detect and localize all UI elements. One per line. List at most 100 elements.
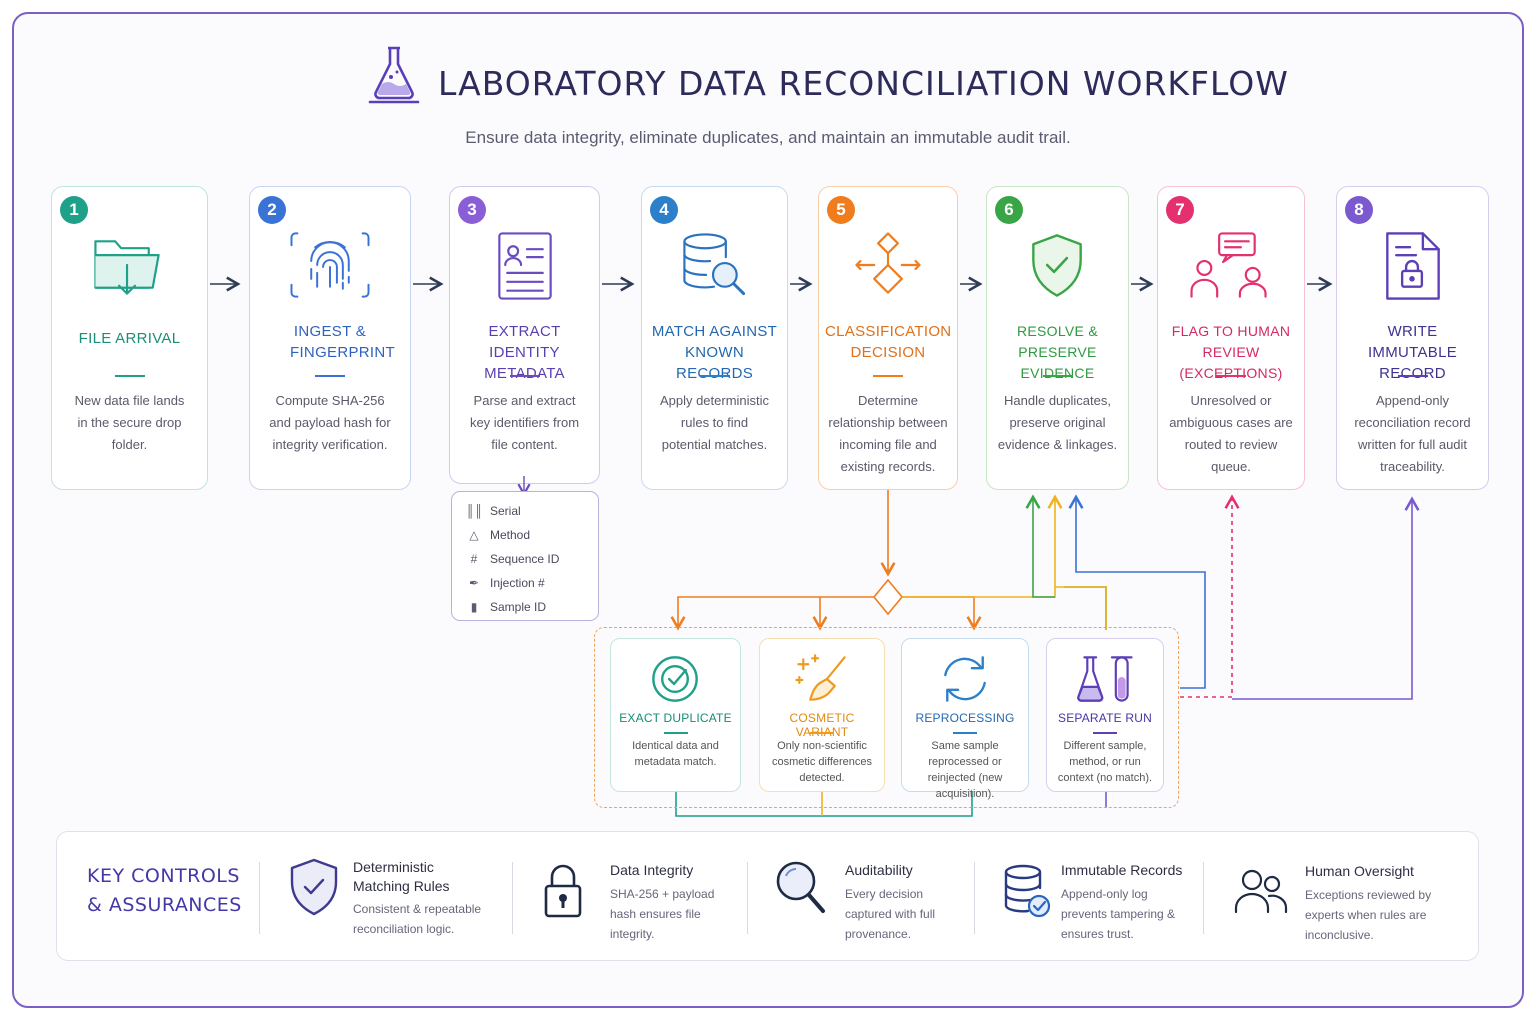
classification-title: SEPARATE RUN bbox=[1058, 711, 1152, 725]
identity-field: ✒ Injection # bbox=[466, 572, 545, 594]
flask-icon: △ bbox=[469, 528, 479, 542]
classification-group bbox=[594, 627, 1179, 808]
step-divider bbox=[699, 375, 730, 377]
identity-field: △ Method bbox=[466, 524, 530, 546]
control-description: SHA-256 + payload hash ensures file inte… bbox=[610, 887, 715, 941]
step-title: MATCH AGAINST KNOWN RECORDS bbox=[651, 323, 778, 382]
classification-description: Identical data and metadata match. bbox=[632, 740, 719, 768]
step-divider bbox=[1216, 375, 1246, 377]
syringe-icon: ✒ bbox=[468, 576, 480, 590]
identity-field: ▮ Sample ID bbox=[466, 596, 546, 618]
magnifier-icon bbox=[776, 861, 825, 913]
control-description: Append-only log prevents tampering & ens… bbox=[1061, 887, 1176, 941]
step-badge: 7 bbox=[1166, 196, 1194, 224]
fingerprint-icon bbox=[290, 232, 370, 298]
classification-title: REPROCESSING bbox=[915, 711, 1015, 725]
flask-tube-icon bbox=[1077, 656, 1133, 702]
decision-diamond-icon bbox=[855, 232, 921, 294]
database-search-icon bbox=[683, 233, 746, 296]
classification-divider bbox=[1093, 732, 1117, 734]
controls-heading: KEY CONTROLS & ASSURANCES bbox=[87, 865, 242, 916]
step-divider bbox=[315, 375, 345, 377]
identity-field-label: Sequence ID bbox=[490, 552, 560, 566]
step-description: Compute SHA-256 and payload hash for int… bbox=[269, 393, 391, 452]
refresh-icon bbox=[944, 656, 986, 702]
control-description: Exceptions reviewed by experts when rule… bbox=[1305, 888, 1432, 942]
divider bbox=[512, 862, 513, 934]
hash-icon: # bbox=[470, 552, 478, 566]
step-description: Handle duplicates, preserve original evi… bbox=[997, 393, 1118, 452]
control-description: Consistent & repeatable reconciliation l… bbox=[353, 902, 482, 936]
step-badge: 4 bbox=[650, 196, 678, 224]
control-description: Every decision captured with full proven… bbox=[845, 887, 936, 941]
classification-exact-duplicate: EXACT DUPLICATE Identical data and metad… bbox=[610, 638, 741, 792]
control-title: Auditability bbox=[845, 862, 913, 878]
shield-check-icon bbox=[290, 858, 338, 916]
step-description: Unresolved or ambiguous cases are routed… bbox=[1169, 393, 1293, 474]
identity-field: # Sequence ID bbox=[466, 548, 560, 570]
shield-check-icon bbox=[1032, 234, 1082, 297]
control-title: Immutable Records bbox=[1061, 862, 1183, 878]
people-icon bbox=[1234, 869, 1288, 914]
step-card-resolve-evidence: 6 RESOLVE & PRESERVE EVIDENCE Handle dup… bbox=[986, 186, 1129, 490]
step-divider bbox=[509, 375, 540, 377]
step-badge: 8 bbox=[1345, 196, 1373, 224]
identity-field-label: Sample ID bbox=[490, 600, 547, 614]
divider bbox=[1203, 862, 1204, 934]
step-divider bbox=[873, 375, 903, 377]
divider bbox=[259, 862, 260, 934]
classification-description: Same sample reprocessed or reinjected (n… bbox=[927, 740, 1003, 800]
step-description: New data file lands in the secure drop f… bbox=[74, 393, 185, 452]
step-card-ingest-fingerprint: 2 INGEST & FINGERPRINT Compute SHA-256 a… bbox=[249, 186, 411, 490]
step-badge: 5 bbox=[827, 196, 855, 224]
control-title: Human Oversight bbox=[1305, 863, 1414, 879]
classification-separate-run: SEPARATE RUN Different sample, method, o… bbox=[1046, 638, 1164, 792]
locked-document-icon bbox=[1386, 232, 1440, 300]
folder-download-icon bbox=[94, 240, 160, 295]
step-badge: 3 bbox=[458, 196, 486, 224]
step-description: Determine relationship between incoming … bbox=[828, 393, 948, 474]
brush-sparkle-icon bbox=[795, 654, 846, 701]
test-tube-icon: ▮ bbox=[470, 600, 478, 614]
step-title: RESOLVE & PRESERVE EVIDENCE bbox=[1016, 323, 1099, 381]
classification-cosmetic-variant: COSMETIC VARIANT Only non-scientific cos… bbox=[759, 638, 885, 792]
step-card-immutable-record: 8 WRITE IMMUTABLE RECORD Append-only rec… bbox=[1336, 186, 1489, 490]
classification-reprocessing: REPROCESSING Same sample reprocessed or … bbox=[901, 638, 1029, 800]
step-badge: 2 bbox=[258, 196, 286, 224]
step-badge: 1 bbox=[60, 196, 88, 224]
step-card-match-records: 4 MATCH AGAINST KNOWN RECORDS Apply dete… bbox=[641, 186, 788, 490]
step-divider bbox=[1042, 375, 1073, 377]
step-divider bbox=[114, 375, 145, 377]
step-card-file-arrival: 1 FILE ARRIVAL New data file lands in th… bbox=[51, 186, 208, 490]
people-chat-icon bbox=[1190, 232, 1267, 298]
divider bbox=[974, 862, 975, 934]
classification-title: COSMETIC VARIANT bbox=[789, 711, 855, 739]
target-check-icon bbox=[652, 656, 698, 702]
classification-divider bbox=[663, 732, 688, 734]
identity-field-label: Injection # bbox=[490, 576, 545, 590]
padlock-icon bbox=[544, 864, 582, 918]
classification-title: EXACT DUPLICATE bbox=[619, 711, 732, 725]
classification-divider bbox=[953, 732, 977, 734]
step-title: INGEST & FINGERPRINT bbox=[290, 323, 395, 361]
classification-divider bbox=[810, 732, 834, 734]
step-description: Apply deterministic rules to find potent… bbox=[659, 393, 770, 452]
id-card-icon bbox=[498, 232, 552, 300]
key-controls-panel: KEY CONTROLS & ASSURANCES Deterministic … bbox=[56, 831, 1479, 961]
control-title: Data Integrity bbox=[610, 862, 694, 878]
control-title: Deterministic Matching Rules bbox=[353, 859, 450, 894]
step-title: CLASSIFICATION DECISION bbox=[825, 323, 952, 361]
identity-field-label: Serial bbox=[490, 504, 521, 518]
step-title: FILE ARRIVAL bbox=[78, 330, 181, 347]
identity-field-label: Method bbox=[490, 528, 531, 542]
database-check-icon bbox=[1004, 864, 1051, 918]
page-subtitle: Ensure data integrity, eliminate duplica… bbox=[465, 128, 1071, 147]
step-title: WRITE IMMUTABLE RECORD bbox=[1367, 323, 1458, 382]
page-title: LABORATORY DATA RECONCILIATION WORKFLOW bbox=[438, 64, 1289, 103]
step-divider bbox=[1397, 375, 1428, 377]
classification-description: Different sample, method, or run context… bbox=[1057, 740, 1153, 784]
identity-fields-box: ║║Serial △Method #Sequence ID ✒Injection… bbox=[451, 491, 599, 621]
step-card-human-review: 7 FLAG TO HUMAN REVIEW (EXCEPTIONS) Unre… bbox=[1157, 186, 1305, 490]
step-title: FLAG TO HUMAN REVIEW (EXCEPTIONS) bbox=[1171, 323, 1291, 381]
